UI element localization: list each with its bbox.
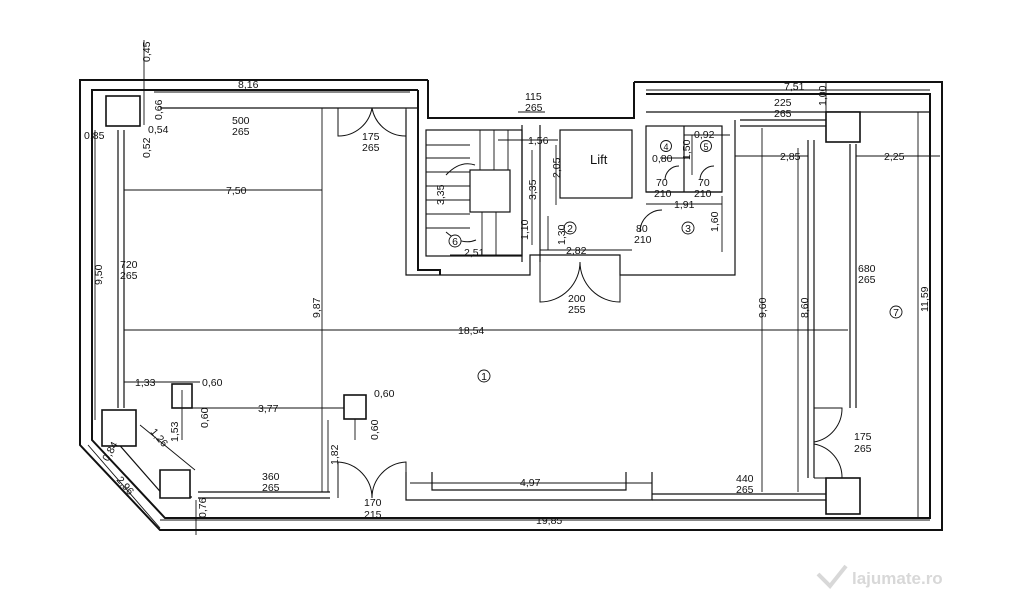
label-100: 1,00 — [817, 85, 829, 106]
label-251: 2,51 — [464, 247, 485, 259]
label-115-h: 265 — [525, 102, 543, 114]
label-70b-h: 210 — [694, 188, 712, 200]
label-156: 1,56 — [528, 135, 549, 147]
outer-walls — [79, 79, 943, 531]
label-720-h: 265 — [120, 270, 138, 282]
label-377: 3,77 — [258, 403, 279, 415]
label-500-h: 265 — [232, 126, 250, 138]
room-number-6: 6 — [452, 236, 458, 248]
column-bottom-right — [825, 477, 861, 515]
label-130: 1,30 — [556, 224, 568, 245]
label-door-80: 80 — [636, 223, 648, 235]
watermark: lajumate.ro — [816, 564, 943, 589]
label-751: 7,51 — [784, 81, 805, 93]
label-360-h: 265 — [262, 482, 280, 494]
label-750: 7,50 — [226, 185, 247, 197]
label-door-175a-h: 265 — [362, 142, 380, 154]
room-number-1: 1 — [481, 371, 487, 383]
label-225-h: 265 — [774, 108, 792, 120]
label-191: 1,91 — [674, 199, 695, 211]
label-70b: 70 — [698, 177, 710, 189]
column-bottom-left — [101, 409, 137, 447]
label-133: 1,33 — [135, 377, 156, 389]
watermark-check-icon — [816, 564, 848, 589]
label-680-h: 265 — [858, 274, 876, 286]
label-door-175a: 175 — [362, 131, 380, 143]
column-top-right — [825, 111, 861, 143]
dimension-lines — [87, 40, 940, 535]
label-987: 9,87 — [311, 297, 323, 318]
label-1854: 18,54 — [458, 325, 484, 337]
label-440: 440 — [736, 473, 754, 485]
label-060c: 0,60 — [374, 388, 395, 400]
label-126: 1,26 — [148, 426, 170, 449]
label-285: 2,85 — [780, 151, 801, 163]
label-950: 9,50 — [93, 264, 105, 285]
room-number-3: 3 — [685, 223, 691, 235]
label-335a: 3,35 — [435, 184, 447, 205]
dimension-labels: 0,45 8,16 0,66 0,85 0,54 0,52 500 265 17… — [84, 41, 931, 527]
label-092: 0,92 — [694, 129, 715, 141]
label-door-80-h: 210 — [634, 234, 652, 246]
label-060d: 0,60 — [369, 419, 381, 440]
column-mid-1 — [343, 394, 367, 420]
label-door-175b: 175 — [854, 431, 872, 443]
label-296: 2,96 — [114, 474, 136, 497]
wc-block — [639, 125, 723, 233]
label-680: 680 — [858, 263, 876, 275]
columns — [101, 95, 861, 515]
label-225b: 2,25 — [884, 151, 905, 163]
label-160: 1,60 — [709, 211, 721, 232]
room-markers — [448, 140, 903, 383]
column-diag — [159, 469, 191, 499]
label-497: 4,97 — [520, 477, 541, 489]
label-076: 0,76 — [197, 497, 209, 518]
room-number-7: 7 — [893, 307, 899, 319]
label-066: 0,66 — [153, 99, 165, 120]
staircase — [425, 125, 541, 262]
label-1985: 19,85 — [536, 515, 562, 527]
watermark-text: lajumate.ro — [852, 569, 943, 588]
label-153: 1,53 — [169, 421, 181, 442]
label-115: 115 — [525, 91, 542, 103]
room-number-2: 2 — [567, 223, 573, 235]
label-080: 0,80 — [652, 153, 673, 165]
room-number-4: 4 — [663, 142, 668, 152]
label-110: 1,10 — [519, 219, 531, 240]
label-225: 225 — [774, 97, 792, 109]
label-door-170: 170 — [364, 497, 382, 509]
label-060b: 0,60 — [199, 407, 211, 428]
doors — [337, 107, 843, 499]
label-085: 0,85 — [84, 130, 105, 142]
label-door-175b-h: 265 — [854, 443, 872, 455]
label-720: 720 — [120, 259, 138, 271]
label-door-200: 200 — [568, 293, 586, 305]
label-70a-h: 210 — [654, 188, 672, 200]
room-numbers: 1 2 3 4 5 6 7 — [452, 142, 899, 383]
label-282: 2,82 — [566, 245, 587, 257]
label-816: 8,16 — [238, 79, 259, 91]
label-182: 1,82 — [329, 444, 341, 465]
label-150: 1,50 — [681, 139, 693, 160]
column-top-left — [105, 95, 141, 127]
lift-label: Lift — [590, 152, 608, 167]
label-1159: 11,59 — [919, 286, 931, 312]
label-045: 0,45 — [141, 41, 153, 62]
label-054: 0,54 — [148, 124, 169, 136]
lift-shaft — [559, 129, 633, 199]
label-70a: 70 — [656, 177, 668, 189]
label-060a: 0,60 — [202, 377, 223, 389]
room-number-5: 5 — [703, 142, 708, 152]
label-360: 360 — [262, 471, 280, 483]
label-door-170-h: 215 — [364, 509, 382, 521]
label-335b: 3,35 — [527, 179, 539, 200]
label-960: 9,60 — [757, 297, 769, 318]
label-440-h: 265 — [736, 484, 754, 496]
label-door-200-h: 255 — [568, 304, 586, 316]
label-205: 2,05 — [551, 157, 563, 178]
label-500: 500 — [232, 115, 250, 127]
label-860: 8,60 — [799, 297, 811, 318]
label-052: 0,52 — [141, 137, 153, 158]
